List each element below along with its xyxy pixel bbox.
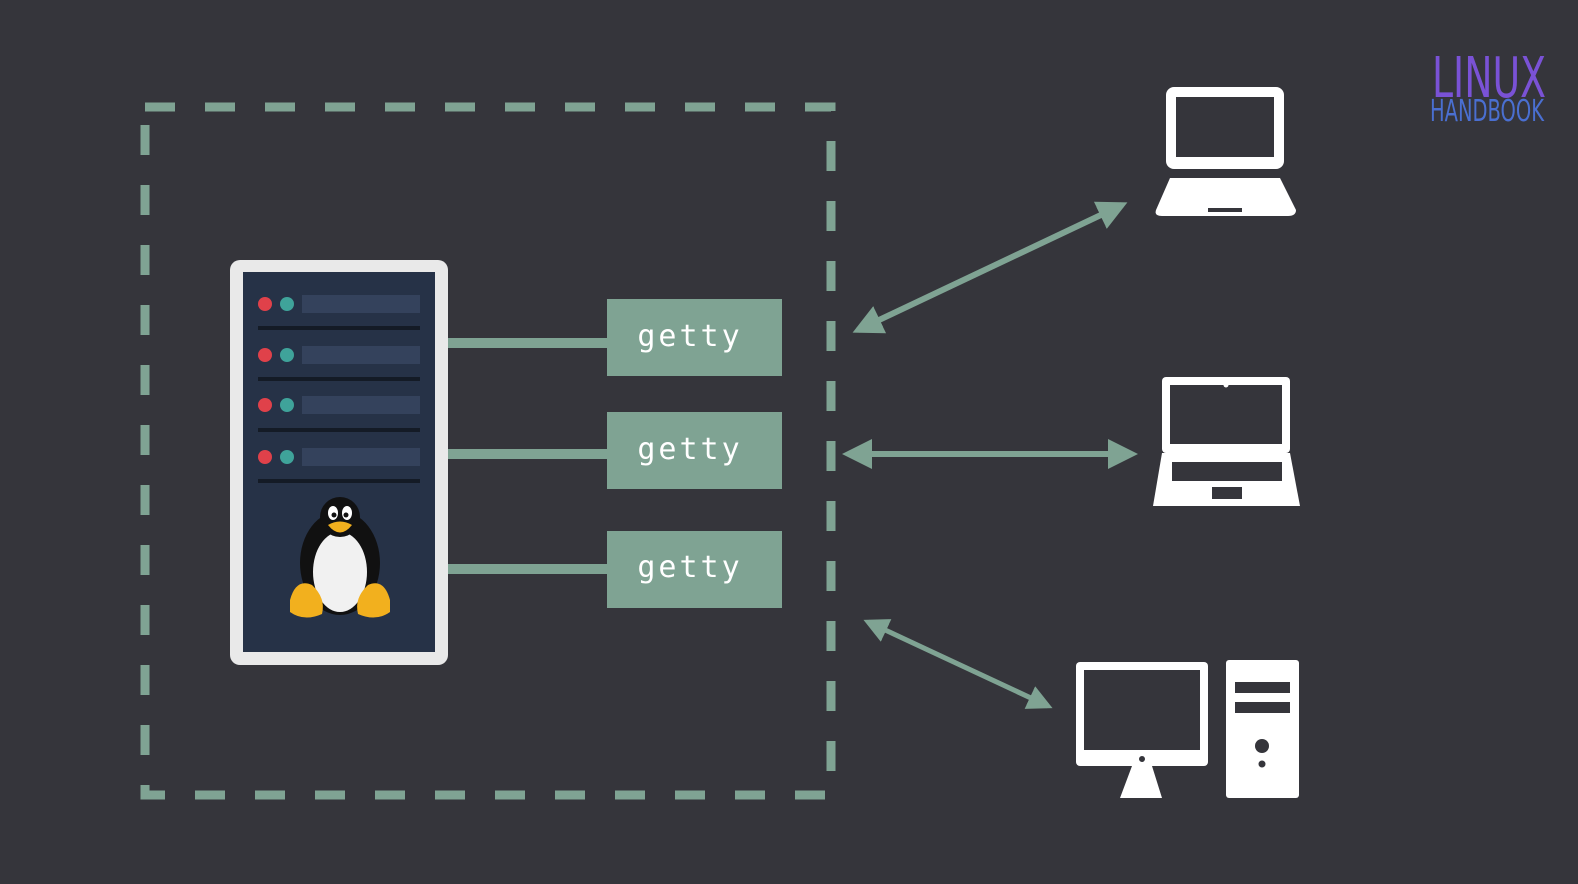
logo-line2: HANDBOOK [1430, 94, 1545, 129]
getty-box: getty [607, 299, 782, 376]
tux-penguin-icon [290, 497, 390, 618]
system-boundary-box [140, 102, 836, 800]
rack-unit [258, 396, 420, 432]
linux-handbook-logo: LINUX HANDBOOK [1430, 46, 1546, 129]
laptop-icon [1153, 377, 1300, 506]
rack-unit [258, 346, 420, 381]
getty-label: getty [637, 550, 742, 585]
rack-unit [258, 295, 420, 330]
double-arrow-icon [852, 201, 1128, 334]
connector-line [448, 449, 610, 459]
getty-label: getty [637, 432, 742, 467]
getty-box: getty [607, 531, 782, 608]
laptop-icon [1155, 87, 1296, 216]
rack-unit [258, 448, 420, 483]
connector-line [448, 338, 610, 348]
connector-line [448, 564, 610, 574]
getty-box: getty [607, 412, 782, 489]
desktop-computer-icon [1076, 660, 1299, 798]
logo-line1: LINUX [1432, 46, 1546, 111]
server-rack-icon [230, 260, 448, 665]
double-arrow-icon [863, 619, 1053, 709]
getty-label: getty [637, 319, 742, 354]
